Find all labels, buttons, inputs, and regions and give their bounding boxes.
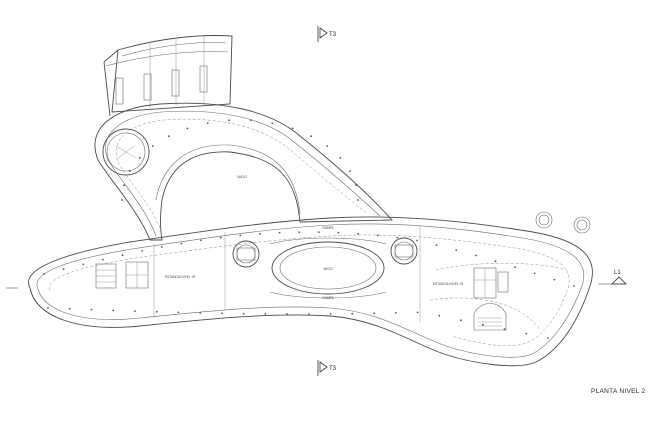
service-block-right [473, 267, 509, 331]
structural-dot [376, 234, 379, 237]
level-label-right: ESTANCIA NIVEL +8 [433, 282, 463, 286]
structural-dot [151, 145, 154, 148]
structural-dot [129, 170, 131, 173]
structural-dots [43, 119, 575, 339]
structural-dot [373, 312, 375, 315]
structural-dot [264, 313, 267, 315]
structural-dot [475, 254, 477, 257]
column-circles [535, 211, 591, 234]
structural-dot [47, 307, 49, 309]
structural-dot [394, 312, 397, 314]
structural-dot [355, 184, 357, 187]
structural-dot [239, 234, 242, 237]
ramp-label-top: RAMPA [322, 226, 334, 230]
structural-dot [177, 311, 180, 314]
structural-dot [349, 170, 351, 173]
drawing-title: PLANTA NIVEL 2 [591, 388, 646, 395]
upper-fan-wing [103, 35, 233, 117]
structural-dot [455, 249, 458, 252]
structural-dot [121, 199, 123, 201]
structural-dot [160, 246, 163, 248]
structural-dot [141, 250, 144, 252]
structural-dot [573, 285, 575, 287]
structural-dot [514, 266, 516, 269]
structural-dot [298, 231, 301, 234]
structural-dot [102, 258, 104, 261]
section-marker-top: T3 [317, 26, 337, 42]
structural-dot [186, 127, 189, 130]
structural-dot [438, 314, 441, 317]
structural-dot [271, 122, 274, 124]
structural-dot [337, 231, 340, 234]
structural-dot [525, 332, 528, 335]
structural-dot [357, 232, 359, 235]
structural-dot [90, 308, 93, 311]
structural-dot [259, 232, 261, 235]
structural-dot [278, 231, 281, 234]
structural-dot [547, 337, 549, 339]
structural-dot [199, 312, 202, 314]
structural-dot [112, 309, 115, 312]
structural-dot [310, 135, 312, 138]
structural-dot [68, 307, 71, 310]
structural-dot [242, 312, 245, 315]
stair-core-right [390, 237, 418, 265]
structural-dot [62, 268, 65, 270]
section-bottom-label: T3 [329, 366, 337, 372]
structural-dot [291, 127, 294, 130]
structural-dot [481, 323, 484, 326]
structural-dot [180, 242, 183, 245]
structural-dot [416, 311, 419, 314]
section-marker-right: L1 [598, 270, 627, 285]
structural-dot [416, 239, 418, 242]
structural-dot [460, 319, 462, 322]
structural-dot [329, 313, 332, 315]
structural-dot [396, 236, 399, 239]
section-right-label: L1 [614, 270, 621, 276]
structural-dot [200, 239, 202, 242]
void-label-center: VACIO [323, 267, 333, 271]
structural-dot [339, 157, 342, 159]
structural-dot [123, 184, 125, 187]
structural-dot [494, 260, 497, 263]
structural-dot [82, 263, 85, 266]
structural-dot [228, 119, 231, 122]
level-label-left: ESTANCIA NIVEL +8 [165, 275, 195, 279]
structural-dot [168, 135, 170, 138]
structural-dot [308, 313, 310, 315]
structural-dot [250, 119, 252, 122]
main-floor-slab [28, 216, 593, 367]
structural-dot [317, 231, 320, 234]
structural-dot [503, 328, 506, 331]
structural-dot [155, 310, 158, 313]
structural-dot [219, 236, 222, 239]
section-marker-bottom: T3 [317, 360, 337, 376]
service-block-left [95, 261, 149, 289]
structural-dot [435, 244, 438, 247]
structural-dot [553, 278, 556, 281]
stair-core-left [232, 240, 260, 268]
structural-dot [326, 145, 329, 148]
structural-dot [134, 310, 136, 312]
section-top-label: T3 [329, 32, 337, 38]
structural-dot [221, 312, 223, 315]
structural-dot [286, 313, 288, 315]
structural-dot [206, 122, 209, 124]
arch-wing [94, 102, 393, 241]
void-label-upper: VACIO [237, 175, 247, 179]
ramp-label-bottom: RAMPA [322, 296, 334, 300]
structural-dot [43, 273, 45, 275]
central-void [269, 237, 387, 299]
structural-dot [533, 272, 536, 275]
structural-dot [357, 199, 359, 201]
structural-dot [351, 312, 354, 315]
structural-dot [121, 254, 124, 257]
structural-dot [138, 157, 141, 159]
